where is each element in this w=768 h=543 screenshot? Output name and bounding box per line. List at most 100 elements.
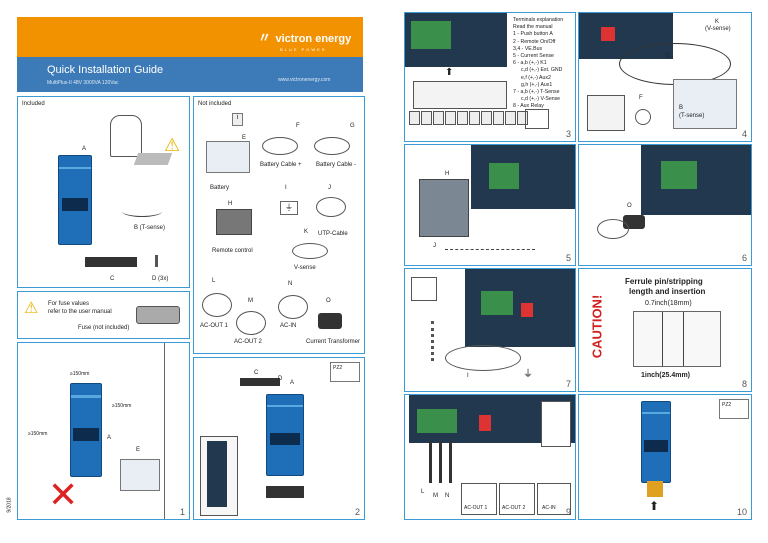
step1-number: 1 — [179, 507, 185, 517]
step7-number: 7 — [565, 379, 571, 389]
step9-panel: L M N AC-OUT 1 AC-OUT 2 AC-IN 9 — [404, 394, 576, 520]
step9-out1-box: AC-OUT 1 — [461, 483, 497, 515]
step3-line-0: Terminals explanation — [513, 17, 564, 23]
item-e-letter: E — [242, 135, 247, 141]
step7-terminal-board — [481, 291, 513, 315]
current-transformer-o — [318, 313, 342, 329]
step6-cable — [597, 219, 629, 239]
step3-aux-relay-box — [525, 109, 549, 129]
ferrule-diagram — [633, 311, 721, 367]
step9-red-terminal — [479, 415, 491, 431]
step3-arrow-up: ⬆ — [445, 67, 454, 78]
included-panel: Included ⚠ A B (T-sense) C D (3x) — [17, 96, 190, 288]
fuse-label: Fuse (not included) — [78, 325, 130, 331]
step2-inverter — [266, 394, 304, 476]
item-o-letter: O — [326, 298, 331, 304]
item-l-label: AC-OUT 1 — [200, 323, 228, 329]
step5-number: 5 — [565, 253, 571, 263]
website: www.victronenergy.com — [278, 77, 331, 83]
page-title: Quick Installation Guide — [47, 64, 164, 76]
step3-line-11: c,d (+,-) V-Sense — [521, 96, 561, 103]
step10-number: 10 — [736, 507, 747, 517]
step5-j-label: J — [433, 243, 436, 249]
step9-out2-label: AC-OUT 2 — [502, 505, 526, 511]
item-b-label: B (T-sense) — [134, 225, 166, 231]
step9-terminal-board — [417, 409, 457, 433]
pz2-screwdriver-icon: PZ2 — [330, 362, 360, 382]
caution-text: CAUTION! — [589, 294, 605, 359]
item-o-label: Current Transformer — [306, 339, 361, 345]
step3-line-12: 8 - Aux Relay — [513, 103, 544, 110]
step7-tool-box — [411, 277, 437, 301]
step3-line-4: 3,4 - VE.Bus — [513, 45, 543, 52]
wall-line — [164, 343, 165, 519]
step8-panel: CAUTION! Ferrule pin/stripping length an… — [578, 268, 752, 392]
step8-dim-2: 1inch(25.4mm) — [641, 372, 691, 379]
item-k-label: V-sense — [294, 265, 316, 271]
step2-d-label: D — [278, 376, 283, 382]
item-d-label: D (3x) — [152, 276, 169, 282]
step1-a-label: A — [107, 435, 112, 441]
item-e-label: Battery — [210, 185, 230, 191]
page-subtitle: MultiPlus-II 48V 3000VA 120Vac — [47, 80, 119, 86]
step9-wire-n — [449, 441, 452, 483]
step10-pz-label: PZ2 — [722, 402, 732, 408]
step8-dim-1: 0.7inch(18mm) — [645, 300, 692, 307]
step5-panel: H J 5 — [404, 144, 576, 266]
step4-b-sub: (T-sense) — [679, 113, 705, 119]
step2-mount-detail — [200, 436, 238, 516]
step10-arrow-up: ⬆ — [649, 499, 660, 513]
item-k-letter: K — [304, 229, 309, 235]
step2-panel: PZ2 C D A 2 — [193, 357, 365, 520]
step4-k-sub: (V-sense) — [705, 26, 731, 32]
step7-panel: I ⏚ 7 — [404, 268, 576, 392]
step3-line-6: 6 - a,b (+,-) K1 — [513, 60, 547, 67]
step1-inverter — [70, 383, 102, 477]
step8-number: 8 — [741, 379, 747, 389]
step4-red-terminal — [601, 27, 615, 41]
step9-number: 9 — [565, 507, 571, 517]
step2-bracket — [240, 378, 280, 386]
step5-h-label: H — [445, 171, 450, 177]
step4-detail-box — [587, 95, 625, 131]
remote-control-h — [216, 209, 252, 235]
item-g-label: Battery Cable - — [316, 162, 357, 168]
step9-wire-l — [429, 441, 432, 483]
inverter-a — [58, 155, 92, 245]
step1-panel: ≥150mm ≥150mm ≥150mm A ✕ E 1 — [17, 342, 190, 520]
step10-panel: PZ2 ⬆ 10 — [578, 394, 752, 520]
step9-l-label: L — [421, 489, 425, 495]
step9-n-label: N — [445, 493, 450, 499]
step3-line-10: 7 - a,b (+,-) T-Sense — [513, 89, 560, 96]
cable-g-icon — [314, 137, 350, 155]
step3-line-9: g,h (+,-) Aux1 — [521, 81, 553, 88]
step3-terminal-board — [411, 21, 451, 49]
fuse-note-panel: ⚠ For fuse values refer to the user manu… — [17, 291, 190, 339]
fuse-warning-icon: ⚠ — [24, 300, 39, 317]
not-included-title: Not included — [198, 101, 232, 107]
battery-e — [206, 141, 250, 173]
item-n-label: AC-IN — [280, 323, 297, 329]
step4-k-label: K — [715, 19, 720, 25]
item-c-label: C — [110, 276, 115, 282]
step7-i-label: I — [467, 373, 469, 379]
step3-line-1: Read the manual — [513, 24, 553, 31]
ground-symbol-i: ⏚ — [280, 201, 298, 215]
step7-ground-cable — [445, 345, 521, 371]
no-floor-mount-icon: ✕ — [48, 474, 79, 515]
step7-red-terminal — [521, 303, 533, 317]
step9-wire-m — [439, 441, 442, 483]
step6-number: 6 — [741, 253, 747, 263]
step6-panel: O 6 — [578, 144, 752, 266]
item-m-label: AC-OUT 2 — [234, 339, 262, 345]
item-f-letter: F — [296, 123, 300, 129]
step1-battery — [120, 459, 160, 491]
step7-ground-icon: ⏚ — [523, 369, 533, 380]
step3-terminal-row — [409, 111, 529, 125]
step1-dim-top: ≥150mm — [70, 371, 90, 377]
cable-f-icon — [262, 137, 298, 155]
temp-sensor-b — [122, 206, 162, 217]
step8-title-2: length and insertion — [629, 287, 706, 296]
step2-number: 2 — [354, 507, 360, 517]
step3-line-8: e,f (+,-) Aux2 — [521, 74, 551, 81]
